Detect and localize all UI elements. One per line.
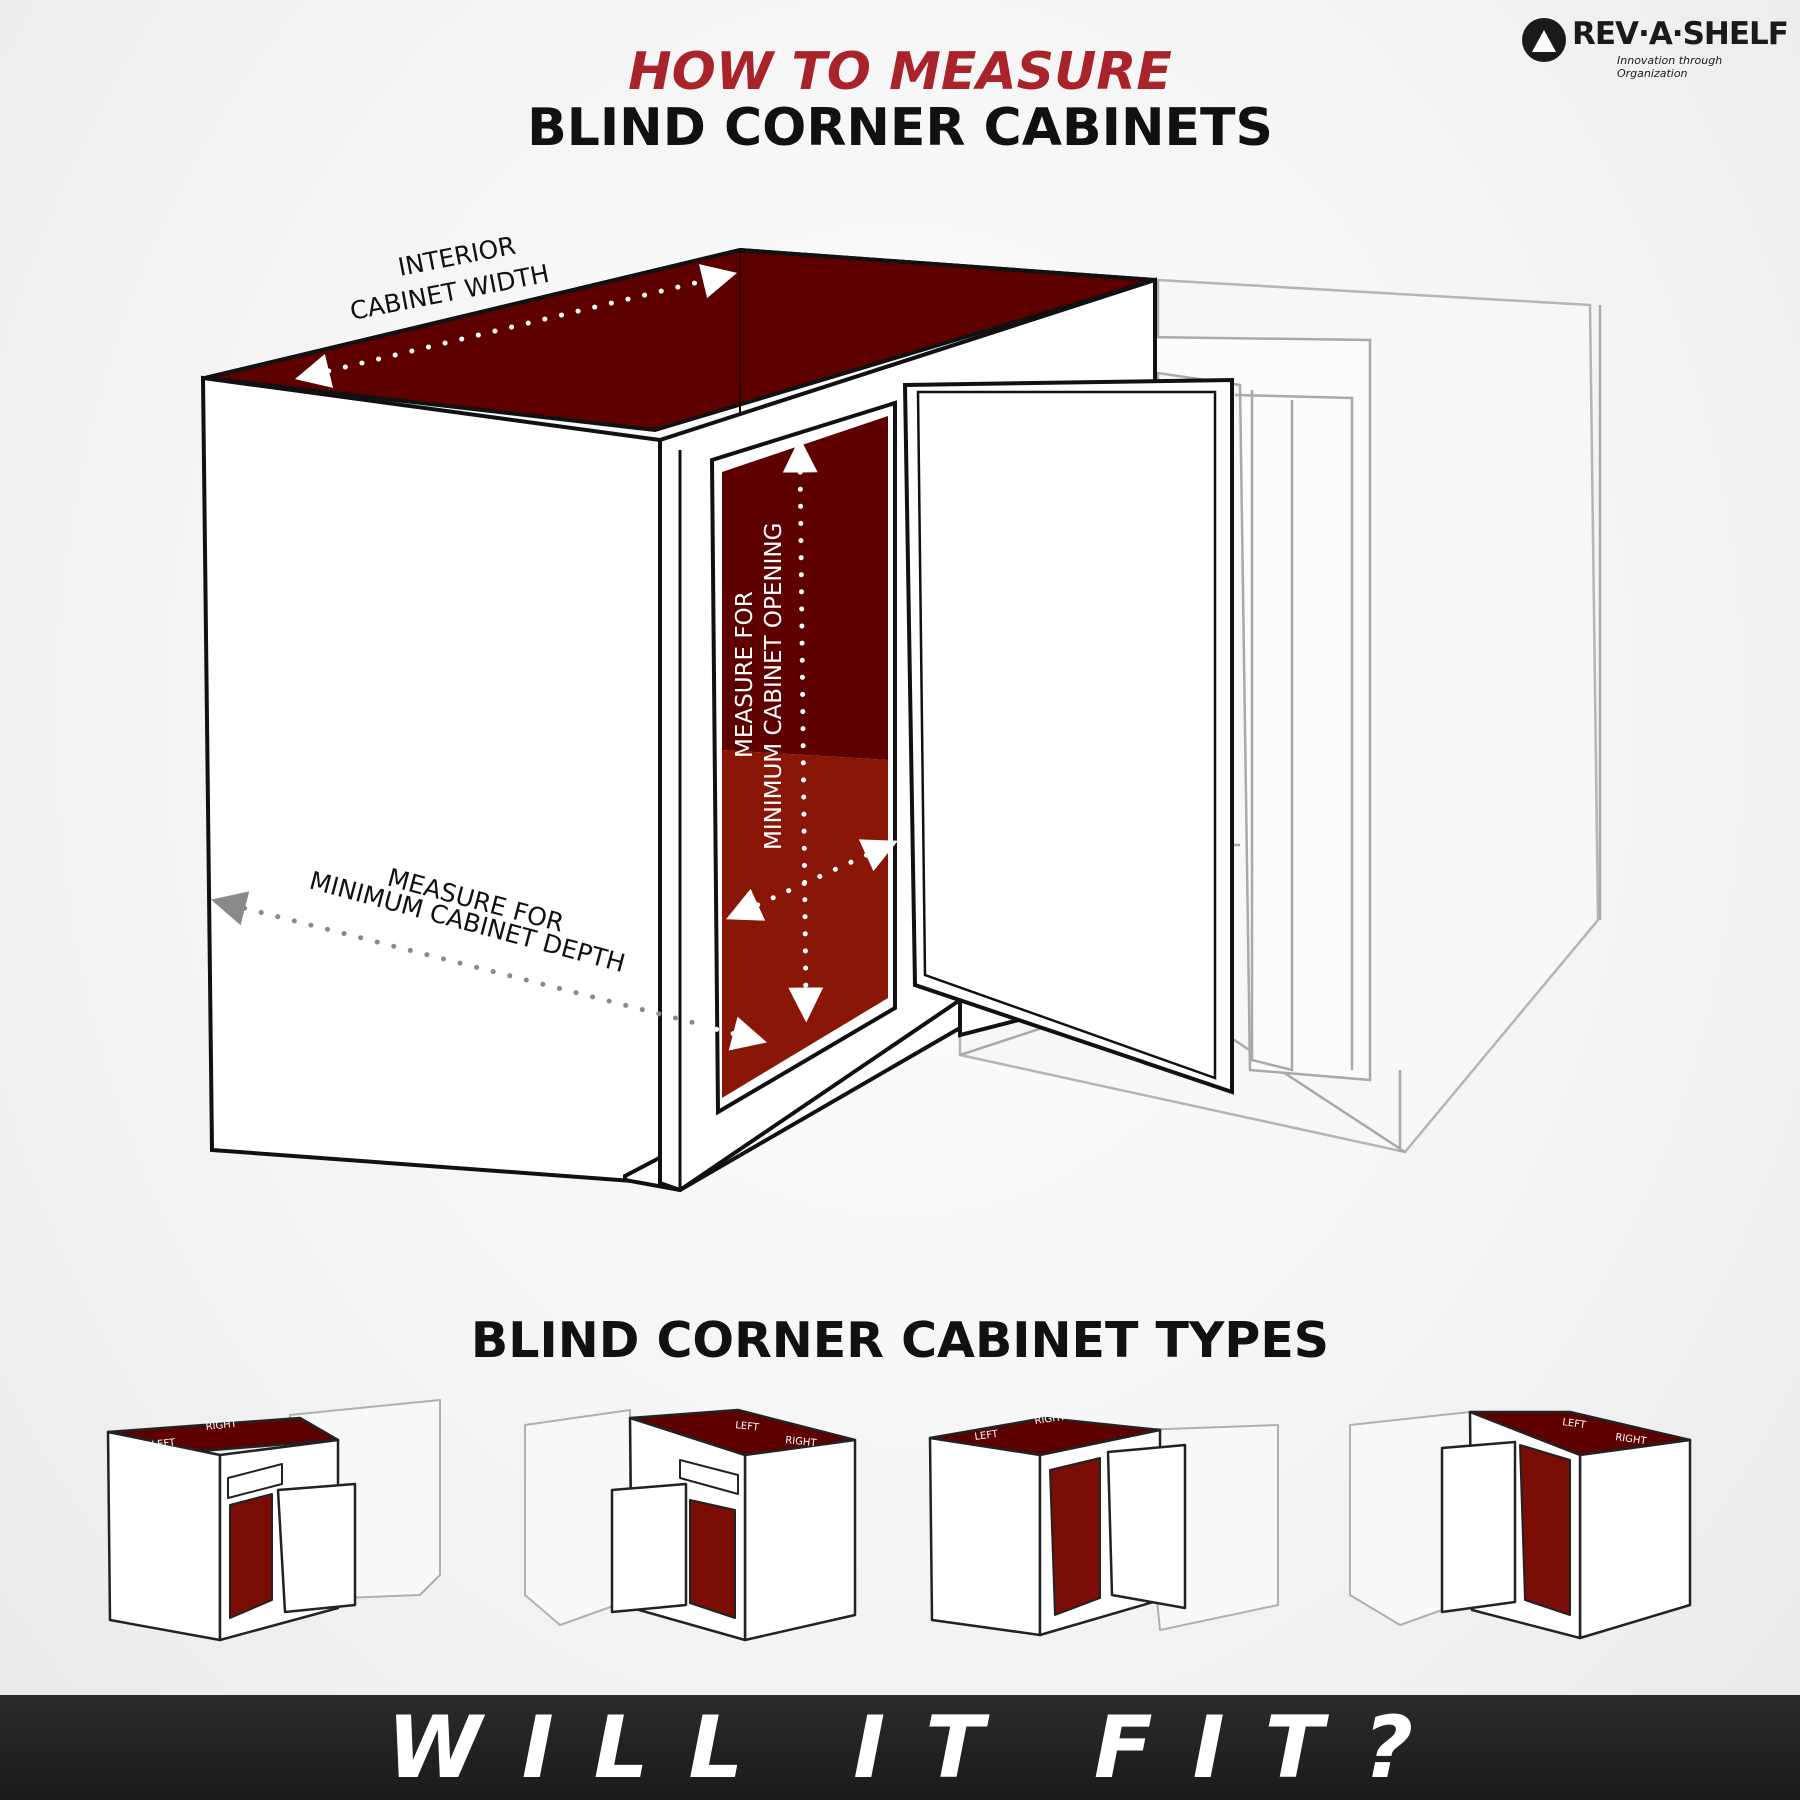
footer-banner: WILL IT FIT? [0, 1695, 1800, 1800]
width-measure-line [294, 264, 738, 388]
type3-right-label: RIGHT [1034, 1412, 1067, 1427]
type3-left-label: LEFT [974, 1429, 1000, 1443]
cabinet-types-title: BLIND CORNER CABINET TYPES [470, 1312, 1330, 1369]
cabinet-type-2: LEFT RIGHT [524, 1408, 857, 1642]
cabinet-side-panel [200, 375, 662, 1186]
banner-text: WILL IT FIT? [386, 1697, 1454, 1798]
open-door [902, 377, 1234, 1095]
label-opening-line2: MINIMUM CABINET OPENING [761, 523, 787, 850]
type2-left-label: LEFT [735, 1420, 760, 1433]
label-opening-line1: MEASURE FOR [732, 591, 758, 758]
type1-right-label: RIGHT [205, 1419, 238, 1433]
cabinet-type-4: LEFT RIGHT [1349, 1410, 1692, 1640]
opening-height-measure-line [782, 437, 824, 1023]
logo-icon [1522, 18, 1566, 62]
brand-logo: REV·A·SHELF Innovation through Organizat… [1522, 14, 1789, 80]
brand-tagline: Innovation through Organization [1617, 54, 1723, 80]
depth-measure-line-outside [211, 891, 698, 1026]
type2-right-label: RIGHT [785, 1435, 818, 1449]
type1-left-label: LEFT [151, 1437, 176, 1450]
type4-left-label: LEFT [1562, 1417, 1588, 1431]
type4-right-label: RIGHT [1615, 1432, 1648, 1447]
cabinet-type-1: LEFT RIGHT [106, 1399, 441, 1642]
cabinet-type-3: LEFT RIGHT [928, 1412, 1279, 1637]
page-eyebrow: HOW TO MEASURE [628, 42, 1172, 102]
brand-name: REV·A·SHELF [1572, 16, 1789, 52]
page-title: BLIND CORNER CABINETS [527, 98, 1273, 158]
